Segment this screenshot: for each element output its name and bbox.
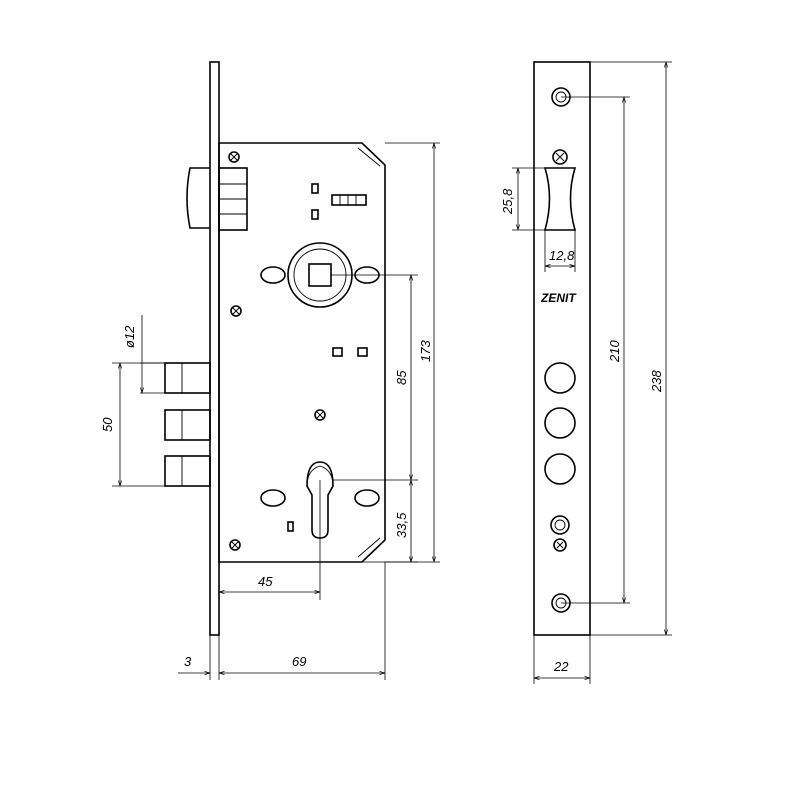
cylinder-hole: [260, 461, 380, 539]
dim-backset-center: 85: [394, 370, 409, 385]
dim-backset: 45: [258, 574, 273, 589]
deadbolt-hole-2: [544, 407, 576, 439]
dim-body-depth: 69: [292, 654, 306, 669]
front-dimensions: 25,8 12,8 210 238 22: [500, 61, 672, 684]
dim-faceplate-width: 22: [553, 659, 569, 674]
lock-body: [218, 142, 386, 563]
dim-screw-spacing: 210: [607, 340, 622, 363]
dim-cylinder-offset: 33,5: [394, 512, 409, 538]
brand-marking: ZENIT: [540, 291, 577, 305]
side-dimensions: ø12 50 173 85 33,5 45 3 69: [100, 142, 440, 680]
dim-faceplate-length: 238: [649, 370, 664, 393]
dim-bolt-diameter: ø12: [122, 325, 137, 348]
dim-faceplate-thickness: 3: [184, 654, 192, 669]
side-view: [164, 61, 386, 636]
latch-opening: [543, 167, 577, 231]
dim-latch-height: 25,8: [500, 188, 515, 215]
dim-body-height: 173: [418, 340, 433, 362]
dim-latch-width: 12,8: [549, 248, 575, 263]
faceplate-front: [533, 61, 591, 636]
deadbolts: [164, 362, 211, 487]
latch-bolt: [186, 167, 210, 229]
body-screws: [228, 151, 326, 551]
deadbolt-hole-3: [544, 453, 576, 485]
front-view: ZENIT: [533, 61, 591, 636]
deadbolt-hole-1: [544, 362, 576, 394]
faceplate-side: [209, 61, 220, 636]
dim-bolt-spacing: 50: [100, 417, 115, 432]
